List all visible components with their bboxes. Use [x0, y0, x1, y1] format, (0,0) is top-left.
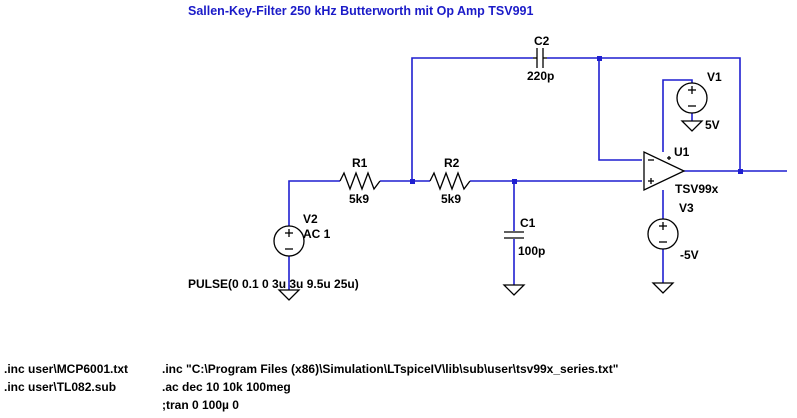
- resistor-r1[interactable]: R1 5k9: [339, 156, 381, 206]
- ground-icon: [680, 120, 704, 132]
- v2-pulse-spec: PULSE(0 0.1 0 3u 3u 9.5u 25u): [188, 277, 359, 291]
- schematic-title: Sallen-Key-Filter 250 kHz Butterworth mi…: [188, 4, 533, 18]
- wires: [288, 57, 787, 290]
- v3-value: -5V: [680, 248, 699, 262]
- ground-icon: [277, 289, 301, 301]
- voltage-source-v3[interactable]: V3 -5V: [647, 201, 699, 262]
- capacitor-c2[interactable]: C2 220p: [527, 34, 554, 83]
- opamp-u1[interactable]: U1 TSV99x: [643, 145, 719, 196]
- directive-ac-analysis: .ac dec 10 10k 100meg: [162, 380, 291, 394]
- r2-name: R2: [444, 156, 460, 170]
- r2-value: 5k9: [441, 192, 461, 206]
- grounds: [277, 120, 704, 301]
- directive-inc-mcp6001: .inc user\MCP6001.txt: [4, 362, 129, 376]
- wire-node-c2: [411, 57, 533, 181]
- voltage-source-v2[interactable]: V2 AC 1: [273, 212, 331, 257]
- r1-value: 5k9: [349, 192, 369, 206]
- v1-name: V1: [707, 70, 722, 84]
- v2-value: AC 1: [303, 227, 331, 241]
- wire-c2-output: [547, 57, 741, 171]
- c1-name: C1: [520, 216, 536, 230]
- c2-name: C2: [534, 34, 550, 48]
- voltage-source-v1[interactable]: V1 5V: [676, 70, 722, 132]
- source-circle: [273, 225, 305, 257]
- r1-name: R1: [352, 156, 368, 170]
- directive-inc-tsv99x: .inc "C:\Program Files (x86)\Simulation\…: [162, 362, 619, 376]
- u1-name: U1: [674, 145, 690, 159]
- resistor-symbol: [339, 171, 381, 191]
- wire-feedback: [598, 58, 642, 161]
- junctions: [410, 56, 743, 184]
- wire-v1: [662, 79, 693, 152]
- junction-dot: [512, 179, 517, 184]
- junction-dot: [738, 169, 743, 174]
- wire-v2-r1: [288, 180, 340, 226]
- c2-value: 220p: [527, 69, 554, 83]
- u1-model: TSV99x: [675, 182, 719, 196]
- capacitor-c1[interactable]: C1 100p: [504, 216, 545, 258]
- resistor-symbol: [429, 171, 471, 191]
- v3-name: V3: [679, 201, 694, 215]
- directive-inc-tl082: .inc user\TL082.sub: [4, 380, 117, 394]
- junction-dot: [597, 56, 602, 61]
- c1-value: 100p: [518, 244, 545, 258]
- resistor-r2[interactable]: R2 5k9: [429, 156, 471, 206]
- ground-icon: [502, 284, 526, 296]
- directive-tran-comment: ;tran 0 100µ 0: [162, 398, 239, 412]
- source-circle: [647, 218, 679, 250]
- junction-dot: [410, 179, 415, 184]
- source-circle: [676, 82, 708, 114]
- ground-icon: [651, 282, 675, 294]
- v2-name: V2: [303, 212, 318, 226]
- v1-value: 5V: [705, 118, 720, 132]
